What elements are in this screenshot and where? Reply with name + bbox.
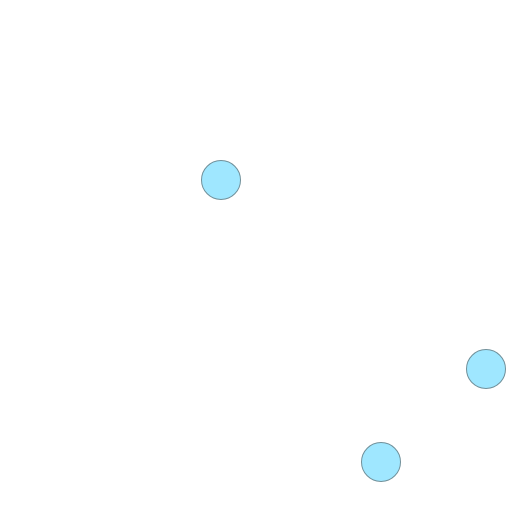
circle-target-3[interactable] [361,442,401,482]
circle-target-1[interactable] [201,160,241,200]
circle-target-2[interactable] [466,349,506,389]
